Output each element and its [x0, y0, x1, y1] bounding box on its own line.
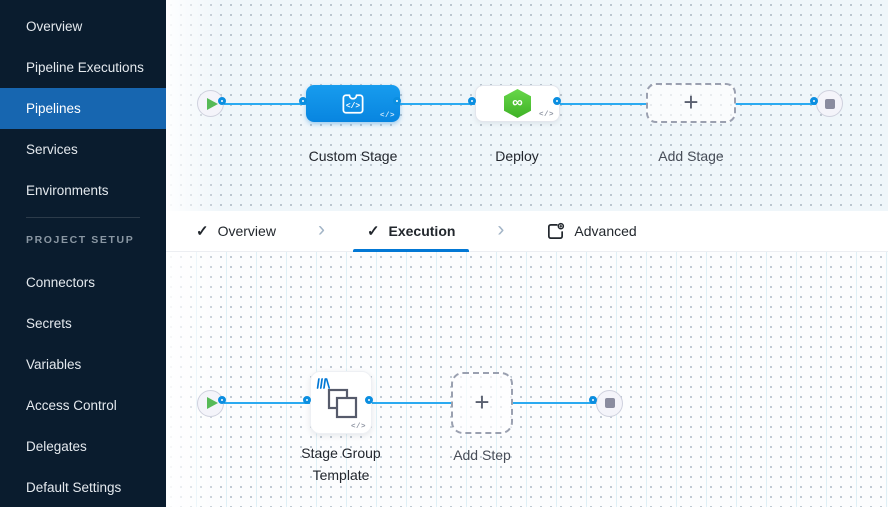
play-icon: [206, 97, 218, 110]
sidebar-item-delegates[interactable]: Delegates: [26, 439, 87, 454]
execution-end-node[interactable]: [596, 389, 623, 417]
pipeline-start-node[interactable]: [197, 90, 224, 117]
stop-icon: [604, 398, 615, 408]
tab-label: Advanced: [574, 223, 637, 239]
code-view-badge[interactable]: </>: [350, 423, 366, 431]
step-node-stage-group-template[interactable]: </>: [310, 371, 372, 434]
plus-icon: +: [683, 86, 699, 117]
connector-port[interactable]: [393, 96, 401, 105]
sidebar-item-access-control[interactable]: Access Control: [26, 398, 117, 413]
execution-canvas[interactable]: </> Stage Group Template + Add Step: [166, 252, 888, 507]
add-step-label: Add Step: [453, 447, 511, 463]
deploy-cd-icon: ∞: [504, 89, 531, 118]
sidebar-divider: [26, 217, 140, 218]
code-view-badge[interactable]: </>: [538, 111, 554, 119]
check-icon: ✓: [366, 223, 380, 240]
tab-advanced[interactable]: Advanced: [532, 211, 650, 252]
add-step-button[interactable]: +: [451, 372, 513, 434]
connector-port[interactable]: [589, 396, 597, 404]
advanced-tab-icon: [546, 222, 565, 241]
add-stage-button[interactable]: +: [646, 83, 736, 123]
pipeline-connector-line: [735, 102, 819, 105]
plus-icon: +: [474, 386, 490, 417]
pipeline-connector-line: [559, 102, 648, 105]
step-label-stage-group-template: Stage Group Template: [301, 445, 381, 483]
stage-pipeline-canvas[interactable]: </> </> Custom Stage ∞ </> Deploy + Add …: [166, 0, 888, 211]
tab-overview[interactable]: ✓ Overview: [182, 211, 290, 252]
stage-tabbar: ✓ Overview › ✓ Execution › Advanced: [166, 211, 888, 252]
connector-port[interactable]: [365, 396, 373, 404]
execution-connector-line: [513, 402, 597, 404]
connector-port[interactable]: [553, 96, 561, 105]
stage-node-deploy[interactable]: ∞ </>: [475, 85, 560, 122]
chevron-right-icon: ›: [317, 218, 325, 241]
sidebar-item-connectors[interactable]: Connectors: [26, 275, 96, 290]
sidebar-item-services[interactable]: Services: [26, 142, 78, 157]
connector-port[interactable]: [468, 96, 476, 105]
custom-stage-icon: </>: [342, 93, 364, 114]
connector-port[interactable]: [218, 96, 226, 105]
sidebar-item-overview[interactable]: Overview: [26, 19, 83, 34]
sidebar-item-environments[interactable]: Environments: [26, 183, 109, 198]
template-badge-icon: [316, 376, 330, 394]
sidebar-item-default-settings[interactable]: Default Settings: [26, 480, 122, 495]
sidebar: Overview Pipeline Executions Pipelines S…: [0, 0, 166, 507]
stage-node-custom-stage[interactable]: </> </>: [306, 85, 400, 122]
stop-icon: [824, 98, 835, 109]
execution-connector-line: [372, 402, 452, 404]
add-stage-label: Add Stage: [658, 148, 724, 164]
code-view-badge[interactable]: </>: [379, 112, 395, 120]
svg-text:</>: </>: [346, 101, 360, 110]
check-icon: ✓: [196, 223, 209, 240]
sidebar-item-secrets[interactable]: Secrets: [26, 316, 72, 331]
chevron-right-icon: ›: [497, 218, 505, 241]
stage-group-icon: [327, 388, 358, 418]
execution-connector-line: [224, 402, 311, 404]
connector-port[interactable]: [299, 96, 307, 105]
pipeline-end-node[interactable]: [816, 90, 843, 117]
sidebar-item-variables[interactable]: Variables: [26, 357, 82, 372]
main-area: </> </> Custom Stage ∞ </> Deploy + Add …: [166, 0, 888, 507]
connector-port[interactable]: [810, 96, 818, 105]
connector-port[interactable]: [303, 396, 311, 404]
stage-label-deploy: Deploy: [495, 148, 539, 164]
tab-label: Overview: [217, 223, 276, 239]
stage-label-custom-stage: Custom Stage: [308, 148, 398, 164]
sidebar-item-pipeline-executions[interactable]: Pipeline Executions: [26, 60, 144, 75]
tab-execution[interactable]: ✓ Execution: [352, 211, 470, 252]
connector-port[interactable]: [218, 396, 226, 404]
sidebar-section-project-setup: PROJECT SETUP: [26, 234, 135, 246]
pipeline-connector-line: [399, 102, 477, 105]
pipeline-connector-line: [224, 102, 308, 105]
play-icon: [206, 397, 218, 409]
tab-label: Execution: [388, 223, 456, 239]
sidebar-item-pipelines[interactable]: Pipelines: [0, 88, 166, 129]
